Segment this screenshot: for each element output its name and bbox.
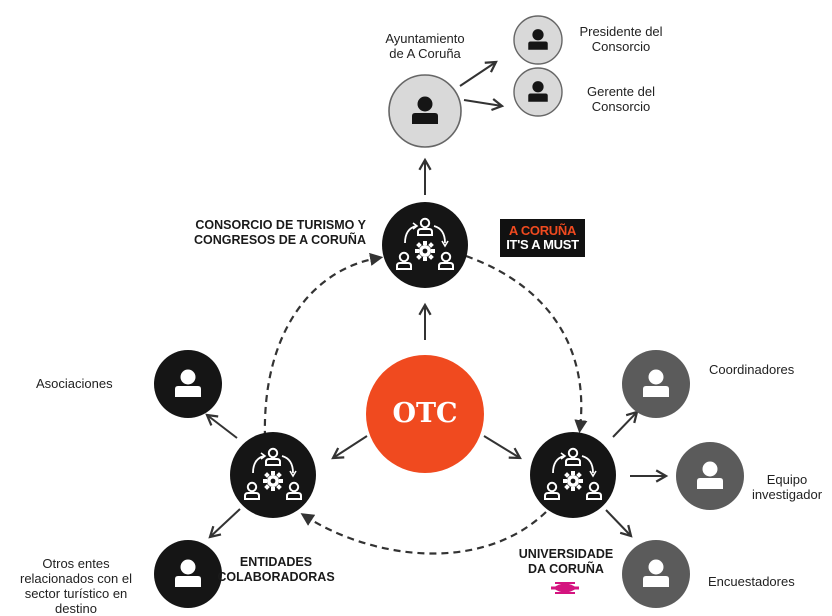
solid-arrows [205,60,669,539]
hub-consorcio [382,202,468,288]
node-ayuntamiento [388,74,462,148]
coordinadores-label: Coordinadores [709,362,795,377]
node-equipo [676,442,744,510]
encuestadores-label: Encuestadores [708,574,795,589]
hub-universidade-label: UNIVERSIDADE DA CORUÑA [518,547,614,576]
dashed-cycle [263,252,588,555]
udc-logo-icon [551,582,579,594]
badge-line2: IT'S A MUST [506,237,579,252]
arrow-ayuntamiento-to-gerente [463,98,505,112]
arrow-otc-to-entidades [331,435,368,460]
arrow-entidades-to-asociaciones [205,413,238,439]
node-gerente [513,67,563,117]
node-encuestadores [622,540,690,608]
arrow-entidades-to-otros [208,508,241,539]
node-presidente [513,15,563,65]
equipo-label: Equipo investigador [751,472,823,502]
dashed-consorcio-to-universidade [465,254,588,434]
node-otros [154,540,222,608]
dashed-entidades-to-consorcio [263,252,384,439]
ayuntamiento-label: Ayuntamiento de A Coruña [385,31,465,61]
hub-entidades-label: ENTIDADES COLABORADORAS [217,555,335,584]
otros-label: Otros entes relacionados con el sector t… [19,556,133,616]
a-coruna-badge: A CORUÑA IT'S A MUST [500,219,585,257]
gerente-label: Gerente del Consorcio [587,84,655,114]
arrow-ayuntamiento-to-presidente [459,60,498,87]
badge-line1: A CORUÑA [508,223,577,238]
presidente-label: Presidente del Consorcio [579,24,663,54]
hub-consorcio-label: CONSORCIO DE TURISMO Y CONGRESOS DE A CO… [193,218,366,247]
arrow-universidade-to-coordinadores [612,410,639,438]
arrow-universidade-to-encuestadores [605,509,633,538]
arrow-otc-to-universidade [483,435,522,460]
asociaciones-label: Asociaciones [36,376,113,391]
hub-entidades [230,432,316,518]
otc-circle [366,355,484,473]
node-asociaciones [154,350,222,418]
hub-universidade [530,432,616,518]
node-coordinadores [622,350,690,418]
